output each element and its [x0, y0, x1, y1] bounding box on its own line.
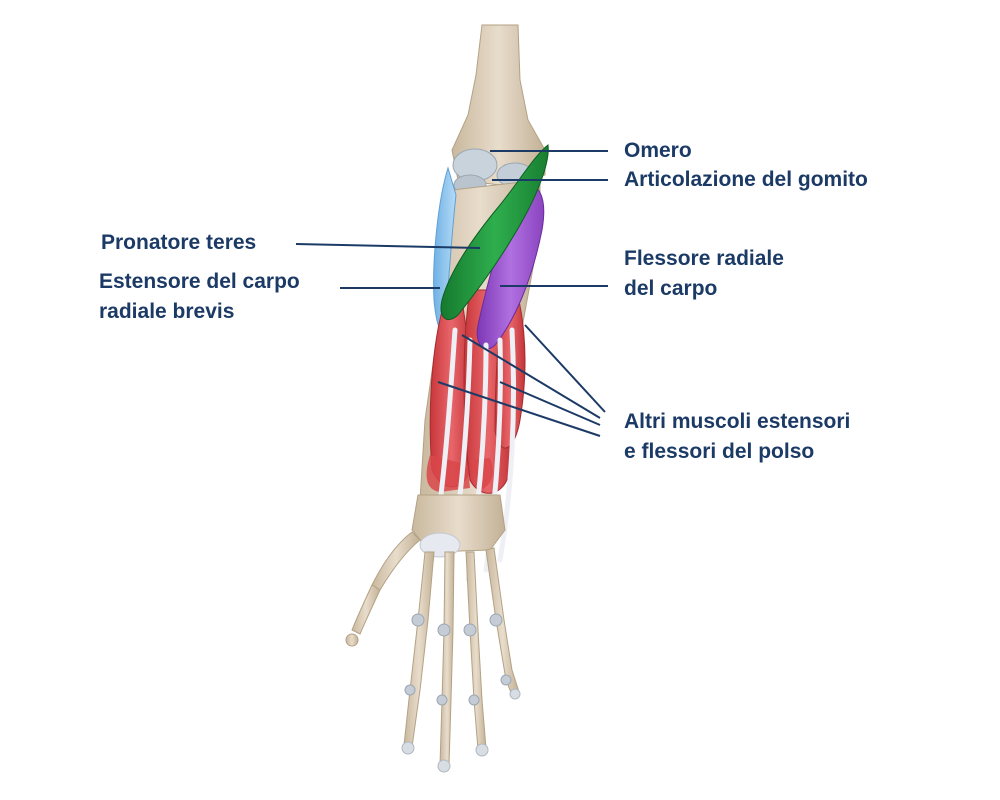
label-pronatore: Pronatore teres [101, 228, 256, 258]
label-articolazione: Articolazione del gomito [624, 165, 868, 195]
label-articolazione-text: Articolazione del gomito [624, 165, 868, 195]
label-estensore-line2: radiale brevis [99, 297, 300, 327]
label-flessore-line2: del carpo [624, 274, 784, 304]
label-altri-line2: e flessori del polso [624, 437, 850, 467]
label-estensore-line1: Estensore del carpo [99, 267, 300, 297]
finger-bones [404, 548, 519, 765]
label-omero-text: Omero [624, 136, 692, 166]
label-flessore: Flessore radiale del carpo [624, 244, 784, 304]
thumb-bones [346, 532, 420, 646]
label-omero: Omero [624, 136, 692, 166]
label-altri: Altri muscoli estensori e flessori del p… [624, 407, 850, 467]
label-estensore: Estensore del carpo radiale brevis [99, 267, 300, 327]
label-flessore-line1: Flessore radiale [624, 244, 784, 274]
label-pronatore-text: Pronatore teres [101, 228, 256, 258]
finger-tips [402, 689, 520, 772]
label-altri-line1: Altri muscoli estensori [624, 407, 850, 437]
